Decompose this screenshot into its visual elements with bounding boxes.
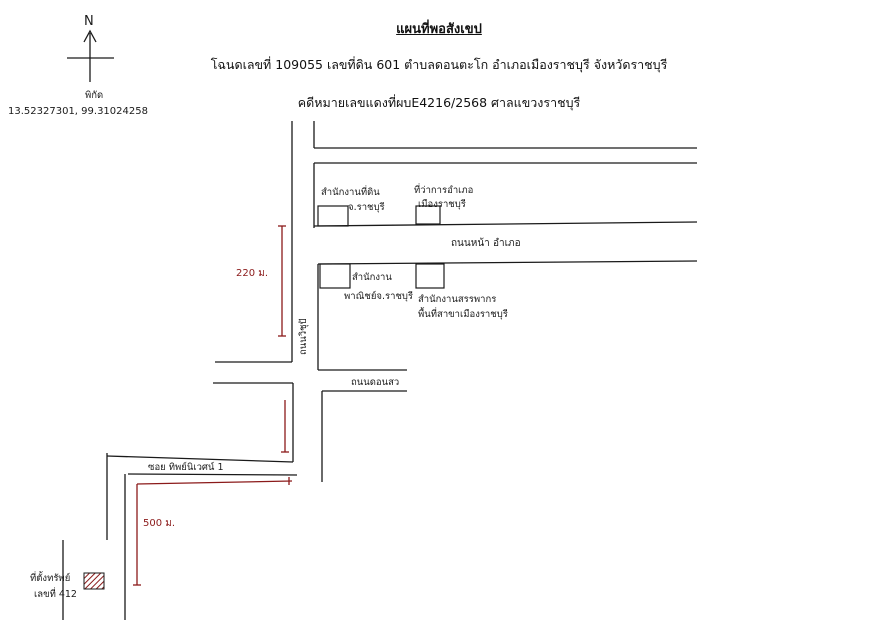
landmark-lower-right-2: พื้นที่สาขาเมืองราชบุรี bbox=[418, 309, 508, 320]
property-marker bbox=[83, 572, 105, 590]
vertical-road bbox=[291, 121, 323, 482]
landmark-upper-right-1: ที่ว่าการอำเภอ bbox=[414, 185, 474, 196]
side-road-label: ถนนดอนสว bbox=[351, 377, 400, 388]
distance-500-label: 500 ม. bbox=[143, 518, 176, 529]
property-label-1: ที่ตั้งทรัพย์ bbox=[30, 573, 71, 584]
north-label: N bbox=[84, 14, 94, 29]
landmark-upper-right-2: เมืองราชบุรี bbox=[418, 199, 466, 210]
distance-220-label: 220 ม. bbox=[236, 268, 269, 279]
building-boxes bbox=[317, 205, 445, 289]
case-info: คดีหมายเลขแดงที่ผบE4216/2568 ศาลแขวงราชบ… bbox=[297, 95, 581, 110]
soi-road bbox=[62, 453, 298, 620]
landmark-lower-left-2: พาณิชย์จ.ราชบุรี bbox=[344, 291, 414, 302]
lower-crossroad bbox=[213, 361, 407, 392]
main-road-label: ถนนหน้า อำเภอ bbox=[451, 238, 521, 249]
coordinates-value: 13.52327301, 99.31024258 bbox=[8, 106, 148, 117]
distance-marker-soi bbox=[133, 477, 293, 586]
vertical-road-label: ถนนวิชุปั bbox=[298, 318, 309, 355]
property-label-2: เลขที่ 412 bbox=[34, 589, 77, 600]
landmark-lower-left-1: สำนักงาน bbox=[352, 272, 392, 283]
distance-marker-vertical bbox=[278, 225, 289, 453]
landmark-upper-left-2: จ.ราชบุรี bbox=[348, 202, 385, 213]
landmark-lower-right-1: สำนักงานสรรพากร bbox=[418, 294, 497, 305]
main-road bbox=[313, 221, 698, 265]
block-lines bbox=[314, 147, 697, 164]
deed-info: โฉนดเลขที่ 109055 เลขที่ดิน 601 ตำบลดอนต… bbox=[210, 57, 668, 72]
landmark-upper-left-1: สำนักงานที่ดิน bbox=[321, 187, 380, 198]
coordinates-label: พิกัด bbox=[85, 90, 104, 101]
compass-arrow-icon bbox=[67, 29, 114, 82]
map-title: แผนที่พอสังเขป bbox=[396, 22, 482, 37]
soi-label: ซอย ทิพย์นิเวศน์ 1 bbox=[148, 462, 224, 473]
